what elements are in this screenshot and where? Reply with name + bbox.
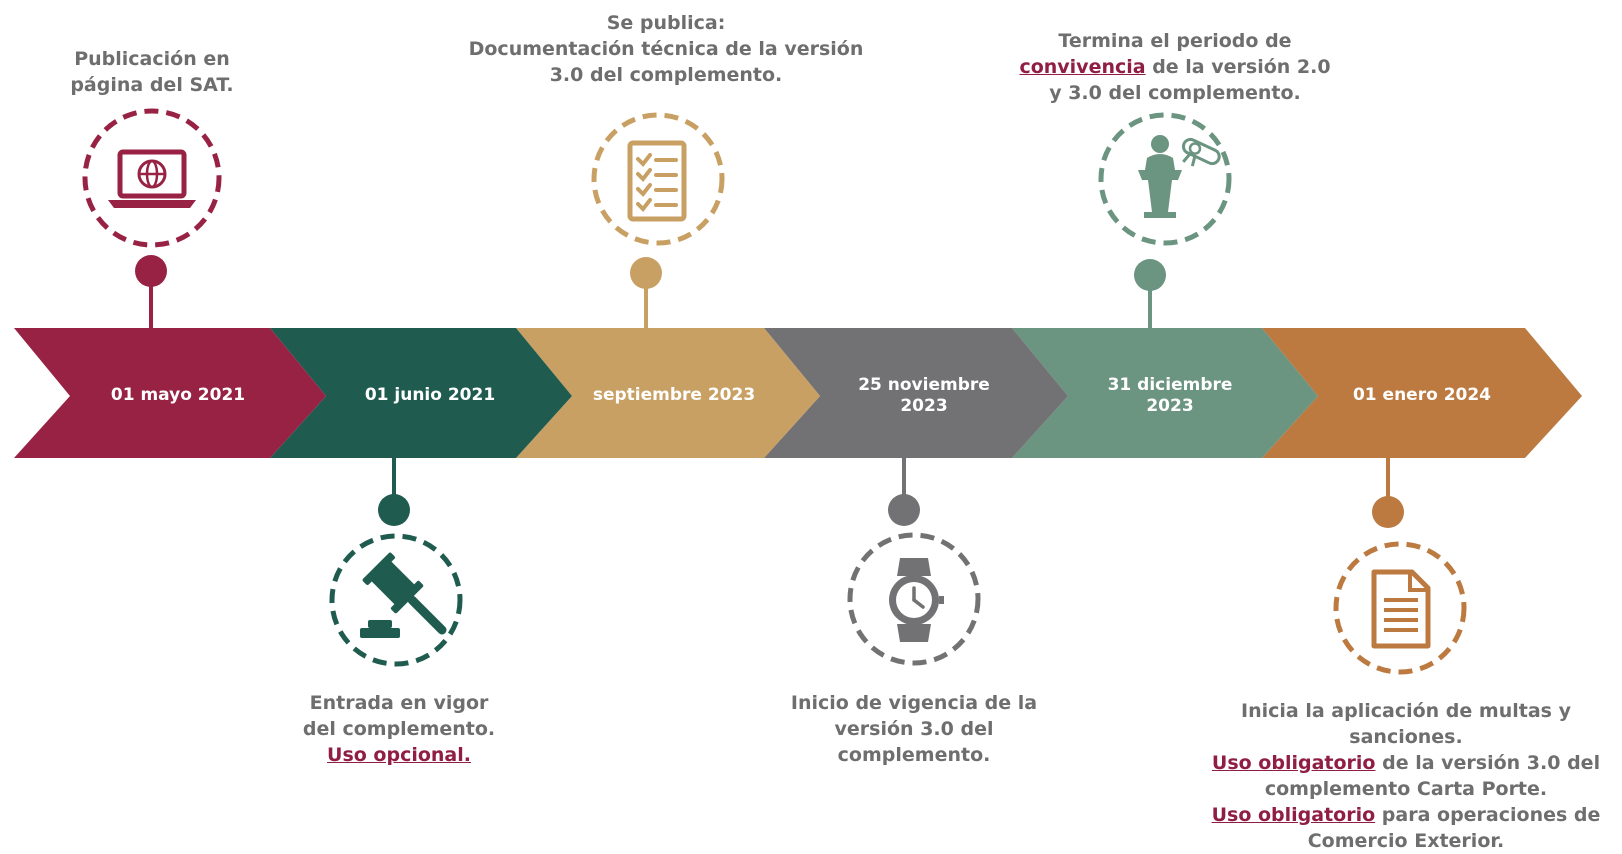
caption-6-highlight-1: Uso obligatorio — [1211, 752, 1376, 774]
caption-6-line2: sanciones. — [1349, 726, 1463, 748]
date-label-2: 01 junio 2021 — [364, 385, 496, 405]
caption-5-line2-rest: de la versión 2.0 — [1145, 56, 1331, 78]
caption-6-line5-rest: para operaciones de — [1375, 804, 1601, 826]
caption-1-line2: página del SAT. — [70, 74, 234, 96]
caption-5-line3: y 3.0 del complemento. — [1049, 82, 1301, 104]
timeline-segment-2 — [270, 328, 572, 458]
gavel-icon — [329, 533, 463, 667]
caption-6-line1: Inicia la aplicación de multas y — [1241, 700, 1571, 722]
timeline-segment-4 — [764, 328, 1068, 458]
podium-diploma-icon — [1098, 112, 1232, 246]
caption-3-line2: Documentación técnica de la versión — [468, 38, 864, 60]
date-label-1: 01 mayo 2021 — [110, 385, 246, 405]
timeline-segment-1 — [14, 328, 326, 458]
caption-4: Inicio de vigencia de la versión 3.0 del… — [764, 690, 1064, 768]
date-label-6: 01 enero 2024 — [1352, 385, 1492, 405]
date-label-4-line2: 2023 — [900, 396, 948, 416]
caption-4-line2: versión 3.0 del — [834, 718, 994, 740]
caption-3-line3: 3.0 del complemento. — [549, 64, 783, 86]
caption-5: Termina el periodo de convivencia de la … — [990, 28, 1360, 106]
checklist-icon — [591, 112, 725, 246]
date-label-5-line2: 2023 — [1146, 396, 1194, 416]
connector-6 — [1372, 456, 1404, 528]
caption-1: Publicación en página del SAT. — [52, 46, 252, 98]
caption-2-highlight: Uso opcional. — [327, 744, 471, 766]
caption-2: Entrada en vigor del complemento. Uso op… — [264, 690, 534, 768]
document-icon — [1333, 541, 1467, 675]
caption-6-line3: Uso obligatorio de la versión 3.0 del — [1196, 750, 1616, 776]
caption-5-line2: convivencia de la versión 2.0 — [990, 54, 1360, 80]
caption-5-highlight: convivencia — [1019, 56, 1146, 78]
connector-1 — [135, 255, 167, 330]
caption-6-line4: complemento Carta Porte. — [1264, 778, 1548, 800]
timeline-segment-5 — [1012, 328, 1318, 458]
date-label-5: 31 diciembre 2023 — [1070, 375, 1270, 417]
caption-1-line1: Publicación en — [74, 48, 230, 70]
caption-6-line3-rest: de la versión 3.0 del — [1375, 752, 1601, 774]
connector-4 — [888, 456, 920, 526]
caption-6: Inicia la aplicación de multas y sancion… — [1196, 698, 1616, 854]
caption-6-line6: Comercio Exterior. — [1307, 830, 1505, 852]
caption-6-highlight-2: Uso obligatorio — [1211, 804, 1376, 826]
caption-3: Se publica: Documentación técnica de la … — [436, 10, 896, 88]
timeline-segment-3 — [516, 328, 820, 458]
wristwatch-icon — [847, 532, 981, 666]
connector-5 — [1134, 259, 1166, 330]
date-label-4-line1: 25 noviembre — [858, 375, 990, 395]
date-label-5-line1: 31 diciembre — [1107, 375, 1233, 395]
timeline-segment-6 — [1262, 328, 1582, 458]
caption-3-line1: Se publica: — [606, 12, 726, 34]
date-label-3: septiembre 2023 — [592, 385, 756, 405]
caption-6-line5: Uso obligatorio para operaciones de — [1196, 802, 1616, 828]
connector-2 — [378, 456, 410, 526]
date-label-4: 25 noviembre 2023 — [824, 375, 1024, 417]
caption-2-line2: del complemento. — [302, 718, 496, 740]
laptop-globe-icon — [82, 108, 222, 248]
connector-3 — [630, 257, 662, 330]
caption-5-line1: Termina el periodo de — [1058, 30, 1292, 52]
caption-4-line1: Inicio de vigencia de la — [790, 692, 1038, 714]
caption-4-line3: complemento. — [837, 744, 991, 766]
caption-2-line1: Entrada en vigor — [309, 692, 489, 714]
